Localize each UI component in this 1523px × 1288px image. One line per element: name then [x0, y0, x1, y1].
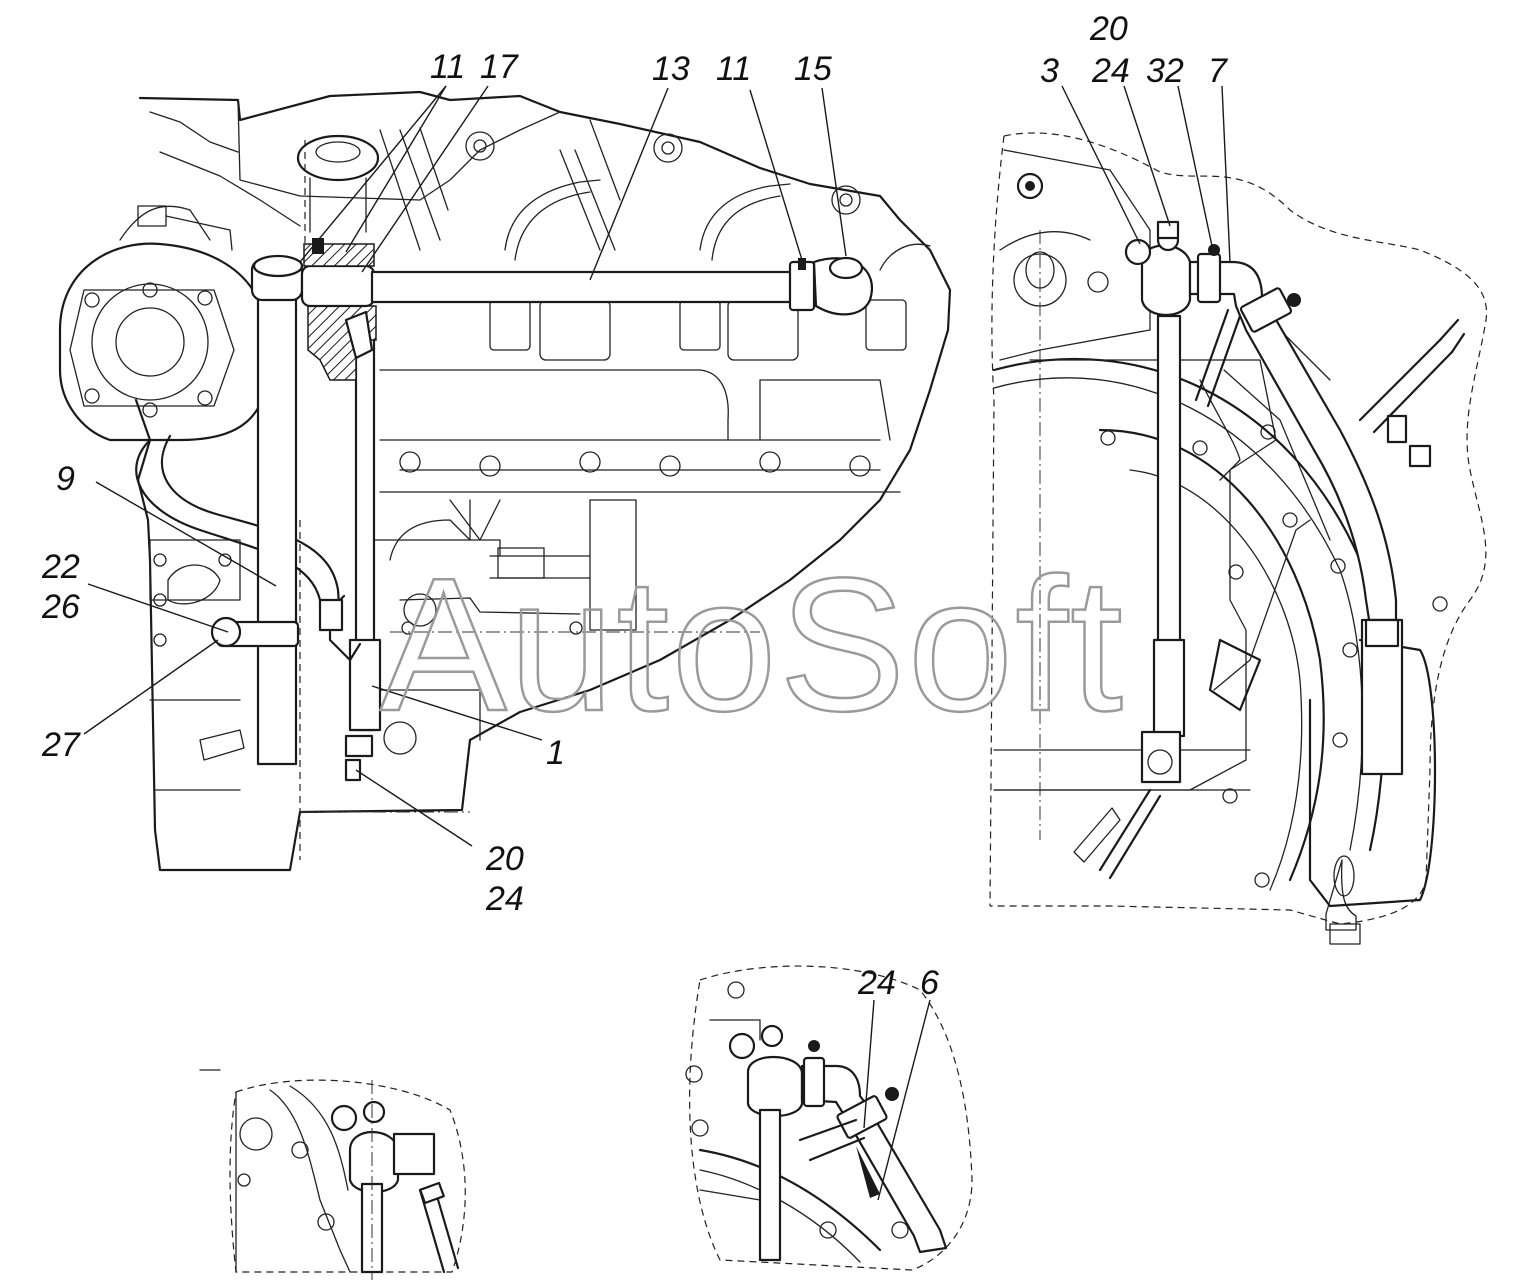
pipe-1 [318, 328, 382, 782]
callout-13: 13 [652, 50, 690, 88]
callout-17: 17 [480, 48, 519, 86]
callout-3: 3 [1040, 52, 1059, 90]
callout-20-bottom: 20 [485, 840, 524, 878]
callout-24-bottom: 24 [485, 880, 524, 918]
pipe-7 [1188, 244, 1404, 776]
callout-1: 1 [546, 734, 565, 772]
callout-24-right: 24 [1091, 52, 1130, 90]
callout-9: 9 [56, 460, 75, 498]
oil-filter [1308, 638, 1437, 908]
detail-view-a [199, 1069, 466, 1280]
watermark: AutoSoft [380, 539, 1125, 751]
engine-block-outline [134, 90, 952, 872]
callout-7: 7 [1208, 52, 1228, 90]
pipe-9 [250, 254, 304, 766]
right-view-break-outline [990, 132, 1488, 925]
leaders-right [1061, 85, 1231, 263]
exhaust-manifold [379, 299, 907, 493]
callout-26: 26 [41, 588, 80, 626]
pipe-3 [1124, 220, 1192, 784]
callout-20-right: 20 [1089, 10, 1128, 48]
callout-32: 32 [1146, 52, 1184, 90]
detail-view-b: 24 6 [685, 964, 973, 1271]
pipe-13 [300, 238, 873, 316]
callout-27: 27 [41, 726, 81, 764]
fuel-pump-unit [369, 499, 637, 635]
main-view: 11 17 13 11 15 9 22 26 27 1 20 24 [41, 48, 952, 918]
right-view: 20 3 24 32 7 [989, 10, 1488, 945]
callout-24-detail: 24 [857, 964, 896, 1002]
turbocharger [58, 205, 264, 442]
callout-15: 15 [794, 50, 832, 88]
callout-11-left: 11 [430, 48, 465, 86]
callout-11-right: 11 [716, 50, 751, 88]
callout-6: 6 [920, 964, 939, 1002]
clamp-22-26 [210, 616, 300, 648]
leaders-main [83, 85, 847, 847]
callout-22: 22 [41, 548, 80, 586]
